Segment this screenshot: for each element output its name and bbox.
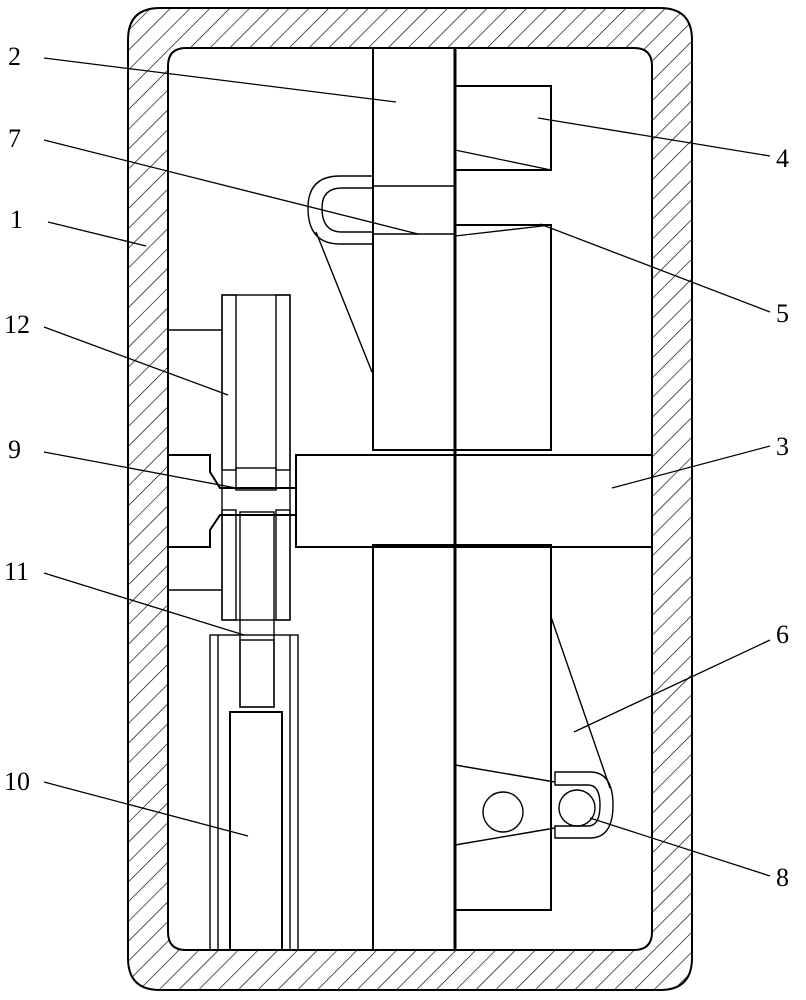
leader-lines xyxy=(43,57,771,877)
label-12: 12 xyxy=(4,310,30,339)
lower-plate xyxy=(372,544,456,951)
upper-plate xyxy=(372,47,456,451)
label-1: 1 xyxy=(10,205,23,234)
support-bracket xyxy=(168,329,222,591)
label-5: 5 xyxy=(776,299,789,328)
tube xyxy=(221,294,291,621)
hook xyxy=(307,175,455,373)
housing xyxy=(127,7,693,991)
screw-shaft xyxy=(239,511,275,708)
link-arm xyxy=(454,616,614,846)
lower-block xyxy=(454,544,552,911)
lower-casing xyxy=(209,634,299,951)
pivot-pin-left xyxy=(482,791,524,833)
label-10: 10 xyxy=(4,767,30,796)
upper-block xyxy=(454,85,552,451)
label-11: 11 xyxy=(4,557,29,586)
label-6: 6 xyxy=(776,620,789,649)
label-4: 4 xyxy=(776,144,789,173)
t-block xyxy=(167,454,297,548)
label-8: 8 xyxy=(776,863,789,892)
cylinder xyxy=(229,711,283,951)
label-2: 2 xyxy=(8,42,21,71)
pivot-pin-right xyxy=(558,789,596,827)
label-9: 9 xyxy=(8,435,21,464)
horizontal-bar xyxy=(295,454,653,548)
label-3: 3 xyxy=(776,432,789,461)
label-7: 7 xyxy=(8,124,21,153)
